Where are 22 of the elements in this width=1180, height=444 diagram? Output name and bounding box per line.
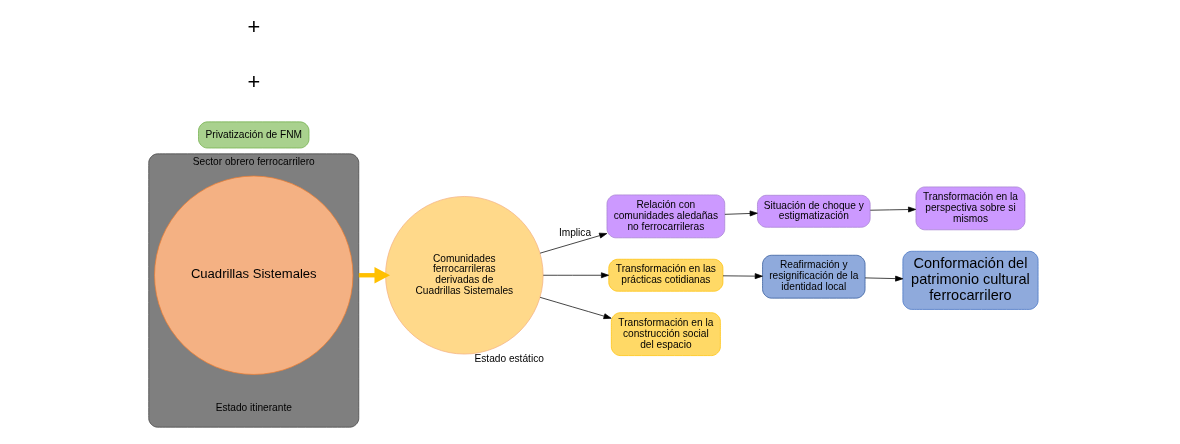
node-box: Relación con comunidades aledañas no ferrocarrileras: [606, 194, 725, 239]
arrow: [864, 275, 903, 282]
arrow: [722, 273, 763, 280]
node-circle: Cuadrillas Sistemales: [153, 175, 353, 375]
node-box: Reafirmación y resignificación de la identidad local: [761, 254, 865, 299]
arrow: [724, 210, 758, 217]
arrow: [542, 272, 609, 279]
node-box: Transformación en las prácticas cotidianas: [607, 258, 723, 292]
label: +: [246, 68, 260, 94]
node-label: Estado estático: [473, 353, 544, 365]
arrow: [539, 232, 607, 254]
node-label: Estado itinerante: [215, 401, 292, 413]
node-box: Situación de choque y estigmatización: [756, 194, 870, 228]
node-box: Transformación en la perspectiva sobre si mismos: [915, 186, 1025, 231]
node-circle: Comunidades ferrocarrileras derivadas de Cuadrillas Sistemales: [384, 196, 543, 355]
node-box: Transformación en la construcción social del espacio: [610, 312, 721, 356]
arrow: [869, 206, 916, 213]
node-box: Conformación del patrimonio cultural ferrocarrilero: [902, 250, 1038, 310]
edge-label: Implica: [558, 227, 591, 239]
arrow: [539, 297, 612, 320]
node-box: Privatización de FNM: [197, 121, 309, 149]
label: +: [246, 13, 260, 39]
